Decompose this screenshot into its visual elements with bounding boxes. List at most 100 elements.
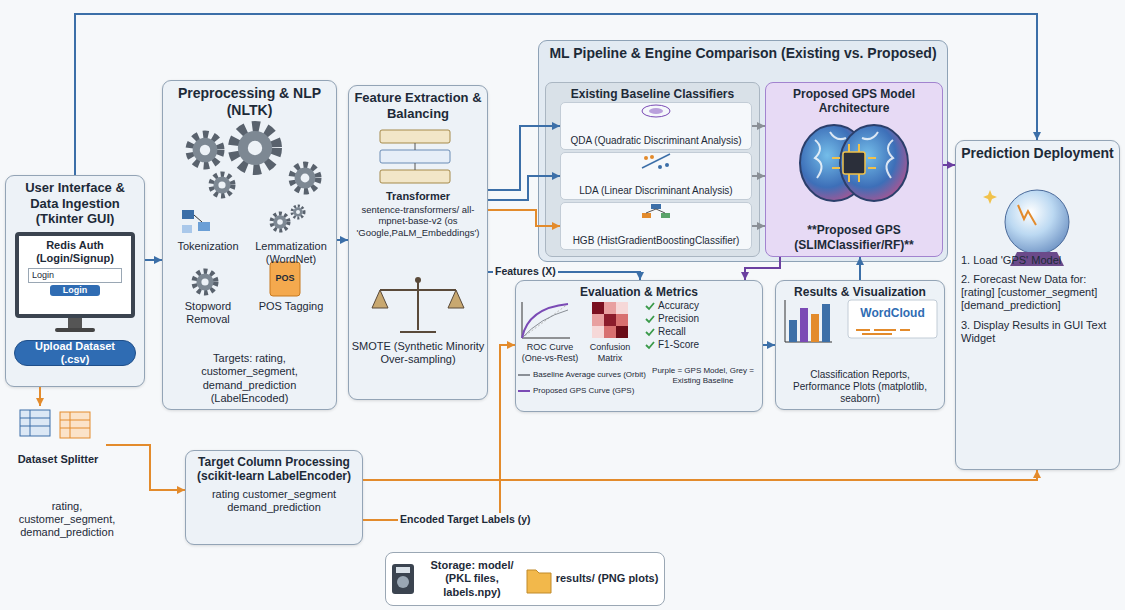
node-heading: Redis Auth (Login/Signup): [22, 239, 128, 265]
node-text: Targets: rating, customer_segment, deman…: [168, 352, 331, 405]
brain-icon-part: [843, 152, 865, 174]
token-icon-part: [182, 225, 192, 233]
token-icon-part: [194, 215, 202, 222]
flow-arrow: [106, 445, 185, 490]
node-heading: Dataset Splitter: [18, 453, 99, 466]
token-icon: [182, 210, 210, 233]
gear-cluster-part: [292, 165, 318, 191]
text-label: Accuracy: [658, 300, 758, 312]
node-text: results/ (PNG plots): [525, 572, 659, 585]
text-label: SMOTE (Synthetic Minority Over-sampling): [350, 340, 486, 366]
node-heading: HGB (HistGradientBoostingClassifier): [573, 235, 740, 247]
brain-icon-part: [800, 125, 868, 201]
bar-chart-part: [822, 304, 830, 342]
text-label: Lemmatization (WordNet): [248, 240, 334, 266]
text-label: Stopword Removal: [166, 300, 250, 326]
node-heading: Storage: model/ (PKL files, labels.npy): [391, 559, 525, 599]
node-heading: Results & Visualization: [794, 285, 926, 299]
node-heading: Proposed GPS Model Architecture: [771, 87, 937, 116]
node-text: rating customer_segment demand_predictio…: [191, 488, 357, 514]
token-icon-part: [182, 210, 194, 219]
check-marks-part: [646, 303, 654, 348]
flow-arrow: [363, 345, 515, 520]
splitter-node: Dataset Splitter: [10, 406, 106, 470]
folder-icon-part: [527, 570, 551, 593]
lda-icon-part: [658, 165, 662, 169]
flow-arrow: [145, 259, 162, 261]
text-label: Recall: [658, 326, 758, 338]
roc-chart-part: [522, 302, 570, 338]
monitor-stand-part: [55, 328, 95, 332]
flow-arrow: [752, 175, 765, 177]
confusion-matrix-part: [616, 314, 628, 326]
legend-item: Proposed GPS Curve (GPS): [518, 386, 646, 396]
node-heading: Target Column Processing (scikit-learn L…: [191, 455, 357, 484]
roc-chart: [522, 302, 570, 338]
splitter-icon-part: [20, 410, 50, 436]
wordcloud-card: [848, 300, 937, 338]
gear-cluster-part: [233, 126, 276, 169]
flow-arrow: [337, 239, 348, 241]
confusion-matrix-part: [616, 326, 628, 338]
storage-box: Storage: model/ (PKL files, labels.npy)r…: [385, 552, 665, 606]
qda-icon-part: [649, 108, 663, 114]
flow-arrow: [745, 257, 780, 280]
disk-icon-part: [396, 567, 410, 573]
flow-arrow: [763, 344, 775, 346]
classifier-card: LDA (Linear Discriminant Analysis): [560, 152, 752, 200]
hgb-icon-part: [642, 213, 651, 218]
token-icon-part: [198, 222, 210, 231]
flow-arrow: [752, 125, 765, 127]
stopword-icon: [194, 271, 216, 293]
text-label: Login: [50, 285, 100, 296]
results-panel: Results & VisualizationClassification Re…: [775, 280, 945, 410]
text-label: rating, customer_segment, demand_predict…: [8, 500, 126, 540]
flow-arrow: [39, 387, 41, 406]
node-heading: Evaluation & Metrics: [580, 285, 698, 299]
legend-line: [518, 388, 530, 394]
splitter-icon-part: [60, 412, 90, 438]
bar-chart: [785, 300, 832, 342]
roc-chart-part: [522, 310, 568, 338]
brain-icon-part: [840, 125, 908, 201]
confusion-matrix-part: [604, 302, 616, 314]
text-label: Tokenization: [166, 240, 250, 253]
node-text: Classification Reports, Performance Plot…: [781, 369, 939, 405]
confusion-matrix-part: [592, 302, 604, 314]
crystal-ball-part: [1010, 252, 1064, 266]
node-heading: Existing Baseline Classifiers: [571, 87, 734, 101]
splitter-icon-part: [20, 410, 50, 436]
lemma-icon: [272, 206, 304, 230]
hgb-icon-part: [646, 209, 665, 213]
node-text: 3. Display Results in GUI Text Widget: [961, 319, 1114, 345]
baseline-group: Existing Baseline ClassifiersQDA (Quadra…: [545, 82, 760, 257]
confusion-matrix-part: [604, 326, 616, 338]
ml-pipeline-panel: ML Pipeline & Engine Comparison (Existin…: [538, 40, 948, 262]
confusion-matrix: [592, 302, 628, 338]
deploy-panel: Prediction Deployment1. Load 'GPS' Model…: [955, 140, 1120, 470]
crystal-ball: [983, 190, 1069, 266]
hgb-icon: [642, 204, 670, 218]
edge-label: Features (X): [493, 265, 558, 278]
qda-icon-part: [642, 105, 670, 117]
splitter-icon: [20, 410, 90, 438]
lda-icon-part: [642, 154, 670, 168]
text-label: F1-Score: [658, 339, 758, 351]
disk-icon-part: [392, 564, 414, 594]
flow-arrow: [488, 176, 560, 200]
transformer-icon-part: [415, 143, 416, 170]
lda-icon-part: [650, 155, 654, 159]
hgb-icon-part: [661, 213, 670, 218]
flow-arrow: [859, 257, 861, 280]
disk-icon: [392, 564, 414, 594]
roc-chart-part: [522, 304, 568, 338]
lda-icon-part: [665, 163, 669, 167]
legend-line: [518, 372, 530, 378]
text-label: POS Tagging: [248, 300, 334, 313]
text-label: ROC Curve (One-vs-Rest): [516, 342, 584, 364]
lemma-icon-part: [272, 214, 289, 231]
smote-scale: [372, 277, 464, 332]
confusion-matrix-part: [592, 314, 604, 326]
hgb-icon-part: [651, 204, 661, 209]
